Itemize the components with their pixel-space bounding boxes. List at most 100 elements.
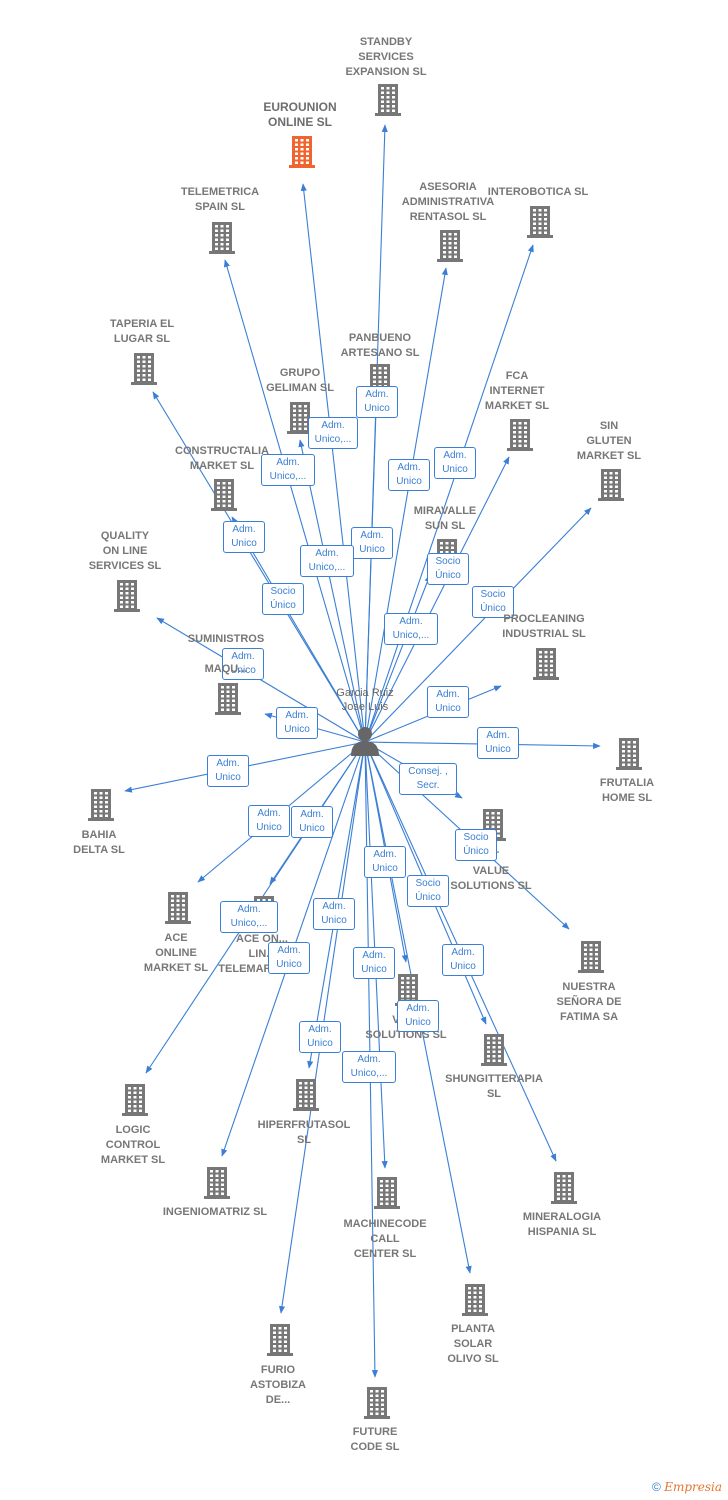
relation-badge-frutalia[interactable]: Adm. Unico	[477, 727, 519, 759]
relation-badge-furio[interactable]: Adm. Unico	[299, 1021, 341, 1053]
company-label-machinecode[interactable]: MACHINECODE CALL CENTER SL	[343, 1218, 427, 1260]
building-icon[interactable]	[375, 84, 401, 116]
relation-badge-fca[interactable]: Socio Único	[427, 553, 469, 585]
relation-badge-quality[interactable]: Adm. Unico	[222, 648, 264, 680]
brand-name[interactable]: Empresia	[664, 1480, 722, 1494]
relation-badge-suministros[interactable]: Adm. Unico	[276, 707, 318, 739]
relation-badge-standby[interactable]: Adm. Unico	[356, 386, 398, 418]
company-label-constructalia[interactable]: CONSTRUCTALIA MARKET SL	[175, 445, 269, 472]
building-icon[interactable]	[533, 648, 559, 680]
edge-interobotica	[364, 244, 534, 743]
company-label-planta[interactable]: PLANTA SOLAR OLIVO SL	[447, 1323, 499, 1365]
company-label-aceonline[interactable]: ACE ONLINE MARKET SL	[143, 932, 209, 974]
company-label-taperia[interactable]: TAPERIA EL LUGAR SL	[109, 318, 175, 345]
relation-badge-geliman[interactable]: Adm. Unico,...	[300, 545, 354, 577]
building-icon[interactable]	[88, 789, 114, 821]
building-icon[interactable]	[374, 1177, 400, 1209]
building-icon[interactable]	[165, 892, 191, 924]
company-label-shungitterapia[interactable]: SHUNGITTERAPIA SL	[445, 1073, 543, 1100]
company-label-hiperfrutasol[interactable]: HIPERFRUTASOL SL	[257, 1119, 351, 1146]
relation-badge-value[interactable]: Consej. , Secr.	[399, 763, 457, 795]
company-label-frutalia[interactable]: FRUTALIA HOME SL	[599, 777, 655, 804]
company-label-mineralogia[interactable]: MINERALOGIA HISPANIA SL	[522, 1211, 602, 1238]
relation-badge-ingeniomatriz[interactable]: Adm. Unico	[268, 942, 310, 974]
building-icon[interactable]	[287, 402, 313, 434]
relation-badge-constructalia[interactable]: Socio Único	[262, 583, 304, 615]
relation-badge-machinecode[interactable]: Adm. Unico	[353, 947, 395, 979]
company-label-fca[interactable]: FCA INTERNET MARKET SL	[484, 370, 550, 412]
relation-badge-aceonlinetele[interactable]: Adm. Unico	[291, 806, 333, 838]
relation-badge-logic[interactable]: Adm. Unico,...	[220, 901, 278, 933]
relation-badge-bahia[interactable]: Adm. Unico	[207, 755, 249, 787]
edge-fca	[364, 456, 510, 743]
company-label-eurounion[interactable]: EUROUNION ONLINE SL	[263, 100, 337, 129]
edge-quality	[156, 617, 366, 743]
relation-badge-procleaning[interactable]: Adm. Unico	[427, 686, 469, 718]
relation-badge-hiperfrutasol[interactable]: Adm. Unico	[313, 898, 355, 930]
relation-badge-interobotica[interactable]: Adm. Unico	[434, 447, 476, 479]
relation-badge-singluten[interactable]: Socio Único	[472, 586, 514, 618]
building-icon[interactable]	[204, 1167, 230, 1199]
building-icon[interactable]	[578, 941, 604, 973]
building-icon[interactable]	[122, 1084, 148, 1116]
company-label-panbueno[interactable]: PANBUENO ARTESANO SL	[340, 332, 420, 359]
building-icon[interactable]	[462, 1284, 488, 1316]
copyright-notice: © Empresia	[652, 1480, 722, 1494]
building-icon[interactable]	[131, 353, 157, 385]
relation-badge-shungitterapia[interactable]: Socio Único	[407, 875, 449, 907]
relation-badge-miravalle[interactable]: Adm. Unico,...	[384, 613, 438, 645]
company-label-standby[interactable]: STANDBY SERVICES EXPANSION SL	[345, 36, 427, 78]
building-icon[interactable]	[364, 1387, 390, 1419]
building-icon[interactable]	[215, 683, 241, 715]
building-icon[interactable]	[598, 469, 624, 501]
edge-asesoria	[364, 267, 448, 743]
relation-badge-taperia[interactable]: Adm. Unico	[223, 521, 265, 553]
company-label-future[interactable]: FUTURE CODE SL	[350, 1426, 400, 1453]
edge-singluten	[364, 507, 592, 743]
relation-badge-telemetrica[interactable]: Adm. Unico,...	[261, 454, 315, 486]
company-label-logic[interactable]: LOGIC CONTROL MARKET SL	[100, 1124, 166, 1166]
building-icon[interactable]	[211, 479, 237, 511]
company-label-procleaning[interactable]: PROCLEANING INDUSTRIAL SL	[502, 613, 586, 640]
relation-badge-future[interactable]: Adm. Unico,...	[342, 1051, 396, 1083]
relation-badge-nuestra[interactable]: Socio Único	[455, 829, 497, 861]
relation-badge-eurounion[interactable]: Adm. Unico,...	[308, 417, 358, 449]
building-icon[interactable]	[289, 136, 315, 168]
company-label-bahia[interactable]: BAHIA DELTA SL	[73, 829, 125, 856]
building-icon[interactable]	[267, 1324, 293, 1356]
company-label-ingeniomatriz[interactable]: INGENIOMATRIZ SL	[162, 1206, 268, 1218]
company-label-asesoria[interactable]: ASESORIA ADMINISTRATIVA RENTASOL SL	[401, 181, 495, 223]
copyright-symbol: ©	[652, 1480, 661, 1494]
building-icon[interactable]	[616, 738, 642, 770]
company-label-telemetrica[interactable]: TELEMETRICA SPAIN SL	[180, 186, 260, 213]
edge-panbueno	[364, 409, 379, 743]
company-label-interobotica[interactable]: INTEROBOTICA SL	[487, 186, 589, 198]
company-label-geliman[interactable]: GRUPO GELIMAN SL	[266, 367, 334, 394]
relation-badge-panbueno[interactable]: Adm. Unico	[351, 527, 393, 559]
company-label-suministros[interactable]: SUMINISTROS MAQU...	[187, 633, 265, 675]
building-icon[interactable]	[481, 1034, 507, 1066]
company-label-nuestra[interactable]: NUESTRA SEÑORA DE FATIMA SA	[556, 981, 622, 1023]
edge-telemetrica	[223, 259, 366, 743]
building-icon[interactable]	[114, 580, 140, 612]
relation-badge-aceonline[interactable]: Adm. Unico	[248, 805, 290, 837]
person-name[interactable]: Garcia Ruiz Jose Luis	[336, 687, 394, 713]
company-label-furio[interactable]: FURIO ASTOBIZA DE...	[249, 1364, 307, 1406]
building-icon[interactable]	[209, 222, 235, 254]
building-icon[interactable]	[507, 419, 533, 451]
relation-badge-via[interactable]: Adm. Unico	[364, 846, 406, 878]
relation-badge-planta[interactable]: Adm. Unico	[397, 1000, 439, 1032]
company-label-singluten[interactable]: SIN GLUTEN MARKET SL	[576, 420, 642, 462]
building-icon[interactable]	[551, 1172, 577, 1204]
building-icon[interactable]	[293, 1079, 319, 1111]
building-icon[interactable]	[437, 230, 463, 262]
company-label-miravalle[interactable]: MIRAVALLE SUN SL	[413, 505, 477, 532]
relation-badge-mineralogia[interactable]: Adm. Unico	[442, 944, 484, 976]
building-icon[interactable]	[527, 206, 553, 238]
edge-miravalle	[364, 574, 431, 743]
company-label-quality[interactable]: QUALITY ON LINE SERVICES SL	[88, 530, 162, 572]
relation-badge-asesoria[interactable]: Adm. Unico	[388, 459, 430, 491]
person-icon[interactable]	[351, 727, 379, 756]
edge-constructalia	[231, 516, 366, 743]
